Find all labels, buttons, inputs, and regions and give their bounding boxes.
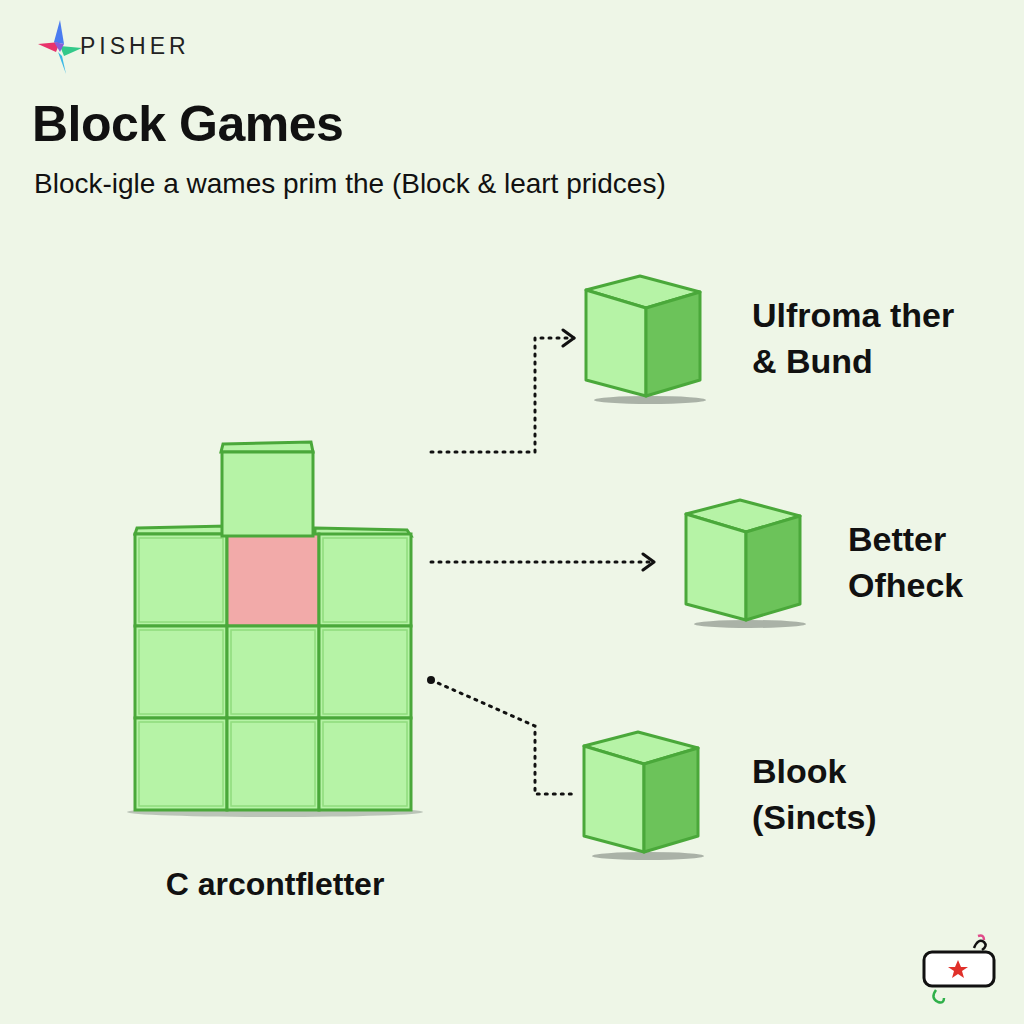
subtitle: Block-igle a wames prim the (Block & lea… bbox=[34, 168, 666, 200]
dotted-arrow bbox=[431, 338, 574, 452]
cube-label: Better Ofheck bbox=[848, 516, 998, 608]
stack-label: C arcontfletter bbox=[125, 864, 425, 904]
corner-icon bbox=[918, 930, 1002, 1008]
cube-node: Ulfroma ther & Bund bbox=[580, 268, 984, 408]
brand-name: PISHER bbox=[80, 33, 190, 60]
block-stack-node: C arcontfletter bbox=[125, 430, 425, 904]
block-cube bbox=[580, 268, 708, 408]
dotted-arrow bbox=[431, 561, 654, 564]
dotted-arrow bbox=[431, 680, 572, 794]
brand-logo bbox=[34, 16, 84, 78]
block-cube bbox=[680, 492, 808, 632]
cube-label: Blook (Sincts) bbox=[752, 748, 967, 840]
block-stack bbox=[125, 430, 425, 822]
cube-node: Blook (Sincts) bbox=[578, 724, 967, 864]
cube-node: Better Ofheck bbox=[680, 492, 998, 632]
cube-label: Ulfroma ther & Bund bbox=[752, 292, 984, 384]
block-cube bbox=[578, 724, 706, 864]
diagram-title: Block Games bbox=[32, 95, 343, 153]
